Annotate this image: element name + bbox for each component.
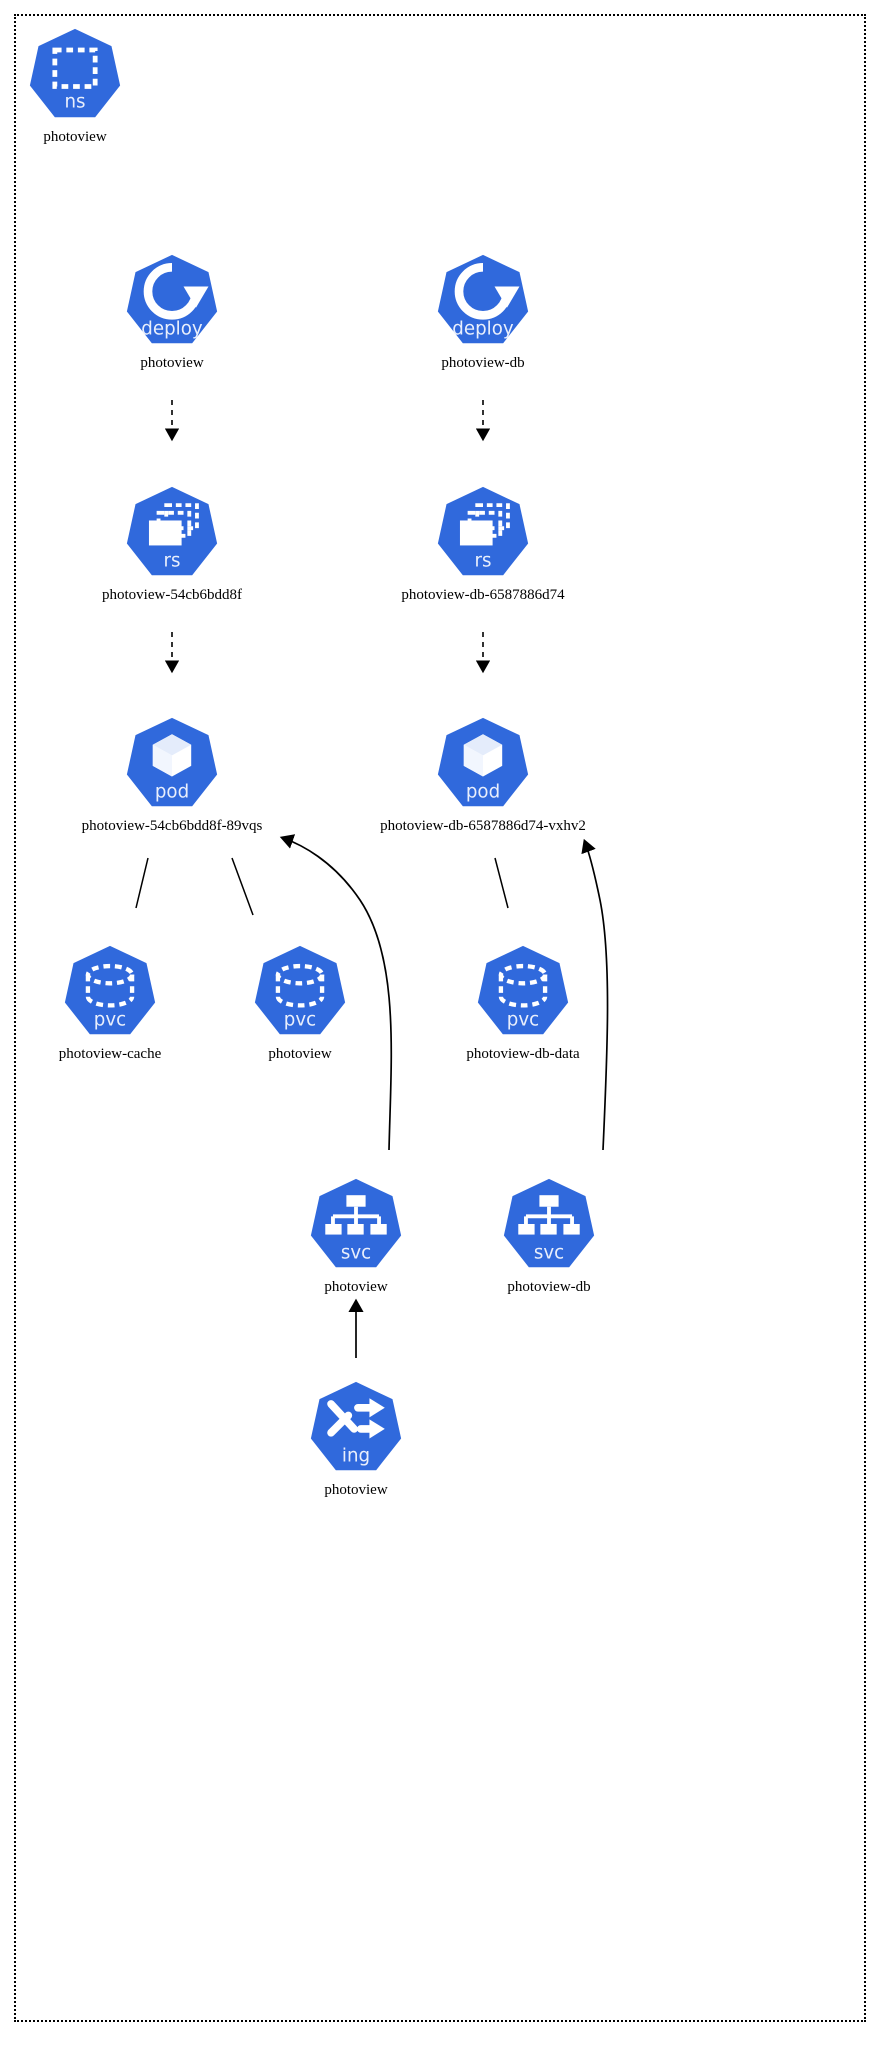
node-label: photoview-db-data	[466, 1046, 580, 1062]
node-label: photoview-db	[441, 355, 525, 371]
pvc-kind-text: pvc	[284, 1010, 316, 1031]
node-label: photoview-db	[507, 1279, 591, 1295]
rs-icon: rs	[124, 484, 220, 580]
svc-icon: svc	[501, 1176, 597, 1272]
rs-icon: rs	[435, 484, 531, 580]
pod-icon: pod	[435, 715, 531, 811]
node-label: photoview-54cb6bdd8f-89vqs	[81, 818, 263, 834]
node-label: photoview	[324, 1482, 388, 1498]
pvc-icon: pvc	[475, 943, 571, 1039]
ing-kind-text: ing	[342, 1446, 370, 1467]
rs-kind-text: rs	[164, 551, 181, 572]
svc-kind-text: svc	[341, 1243, 371, 1264]
ns-kind-text: ns	[64, 92, 85, 113]
node-label: photoview-db-6587886d74-vxhv2	[380, 818, 586, 834]
svc-icon: svc	[308, 1176, 404, 1272]
node-label: photoview	[324, 1279, 388, 1295]
node-label: photoview	[43, 129, 107, 145]
ns-icon: ns	[27, 26, 123, 122]
svc-kind-text: svc	[534, 1243, 564, 1264]
pvc-icon: pvc	[62, 943, 158, 1039]
node-label: photoview-54cb6bdd8f	[102, 587, 242, 603]
deploy-kind-text: deploy	[141, 319, 203, 340]
pvc-kind-text: pvc	[507, 1010, 539, 1031]
node-label: photoview-db-6587886d74	[401, 587, 565, 603]
deploy-icon: deploy	[124, 252, 220, 348]
rs-kind-text: rs	[475, 551, 492, 572]
deploy-kind-text: deploy	[452, 319, 514, 340]
node-label: photoview	[268, 1046, 332, 1062]
ing-icon: ing	[308, 1379, 404, 1475]
node-label: photoview-cache	[58, 1046, 162, 1062]
pvc-kind-text: pvc	[94, 1010, 126, 1031]
pvc-icon: pvc	[252, 943, 348, 1039]
deploy-icon: deploy	[435, 252, 531, 348]
pod-kind-text: pod	[155, 782, 189, 803]
cluster-boundary	[14, 14, 866, 2022]
pod-icon: pod	[124, 715, 220, 811]
node-label: photoview	[140, 355, 204, 371]
pod-kind-text: pod	[466, 782, 500, 803]
